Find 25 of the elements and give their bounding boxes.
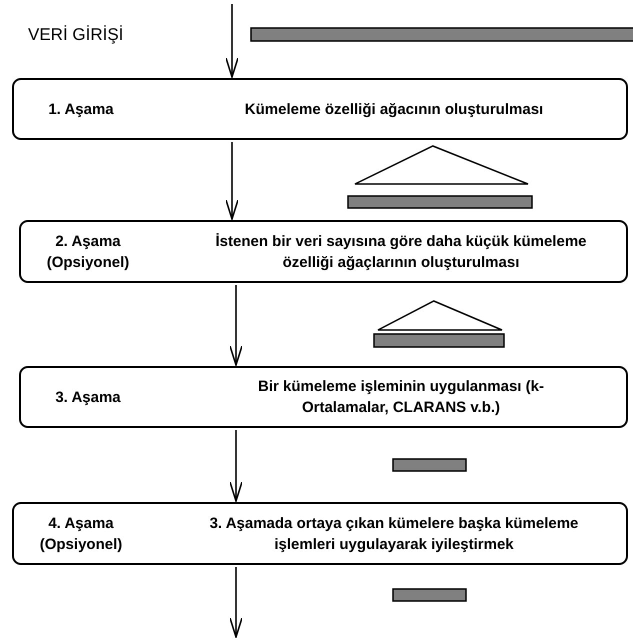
data-bar [392, 588, 467, 602]
stage-label: 3. Aşama [54, 388, 122, 408]
stage-box [19, 220, 628, 283]
tree-triangle [354, 145, 529, 185]
input-label: VERİ GİRİŞİ [28, 24, 124, 46]
stage-label: 2. Aşama (Opsiyonel) [46, 232, 130, 272]
data-bar [373, 333, 505, 348]
stage-description: Kümeleme özelliği ağacının oluşturulması [244, 100, 544, 120]
stage-description: İstenen bir veri sayısına göre daha küçük kümeleme özelliği ağaçlarının oluşturulması [214, 232, 588, 272]
arrow [225, 4, 239, 78]
arrow [229, 285, 243, 366]
stage-description: Bir kümeleme işleminin uygulanması (k-Ortalamalar, CLARANS v.b.) [257, 377, 545, 418]
tree-triangle [377, 300, 503, 331]
stage-label: 1. Aşama [47, 100, 115, 120]
data-bar [347, 195, 533, 209]
data-bar [250, 27, 633, 42]
stage-box [12, 502, 628, 565]
arrow [225, 142, 239, 220]
arrow [229, 430, 243, 502]
stage-box [19, 366, 628, 428]
data-bar [392, 458, 467, 472]
arrow [229, 567, 243, 638]
stage-box [12, 78, 628, 140]
stage-description: 3. Aşamada ortaya çıkan kümelere başka kümeleme işlemleri uygulayarak iyileştirmek [208, 514, 580, 554]
stage-label: 4. Aşama (Opsiyonel) [38, 514, 124, 554]
